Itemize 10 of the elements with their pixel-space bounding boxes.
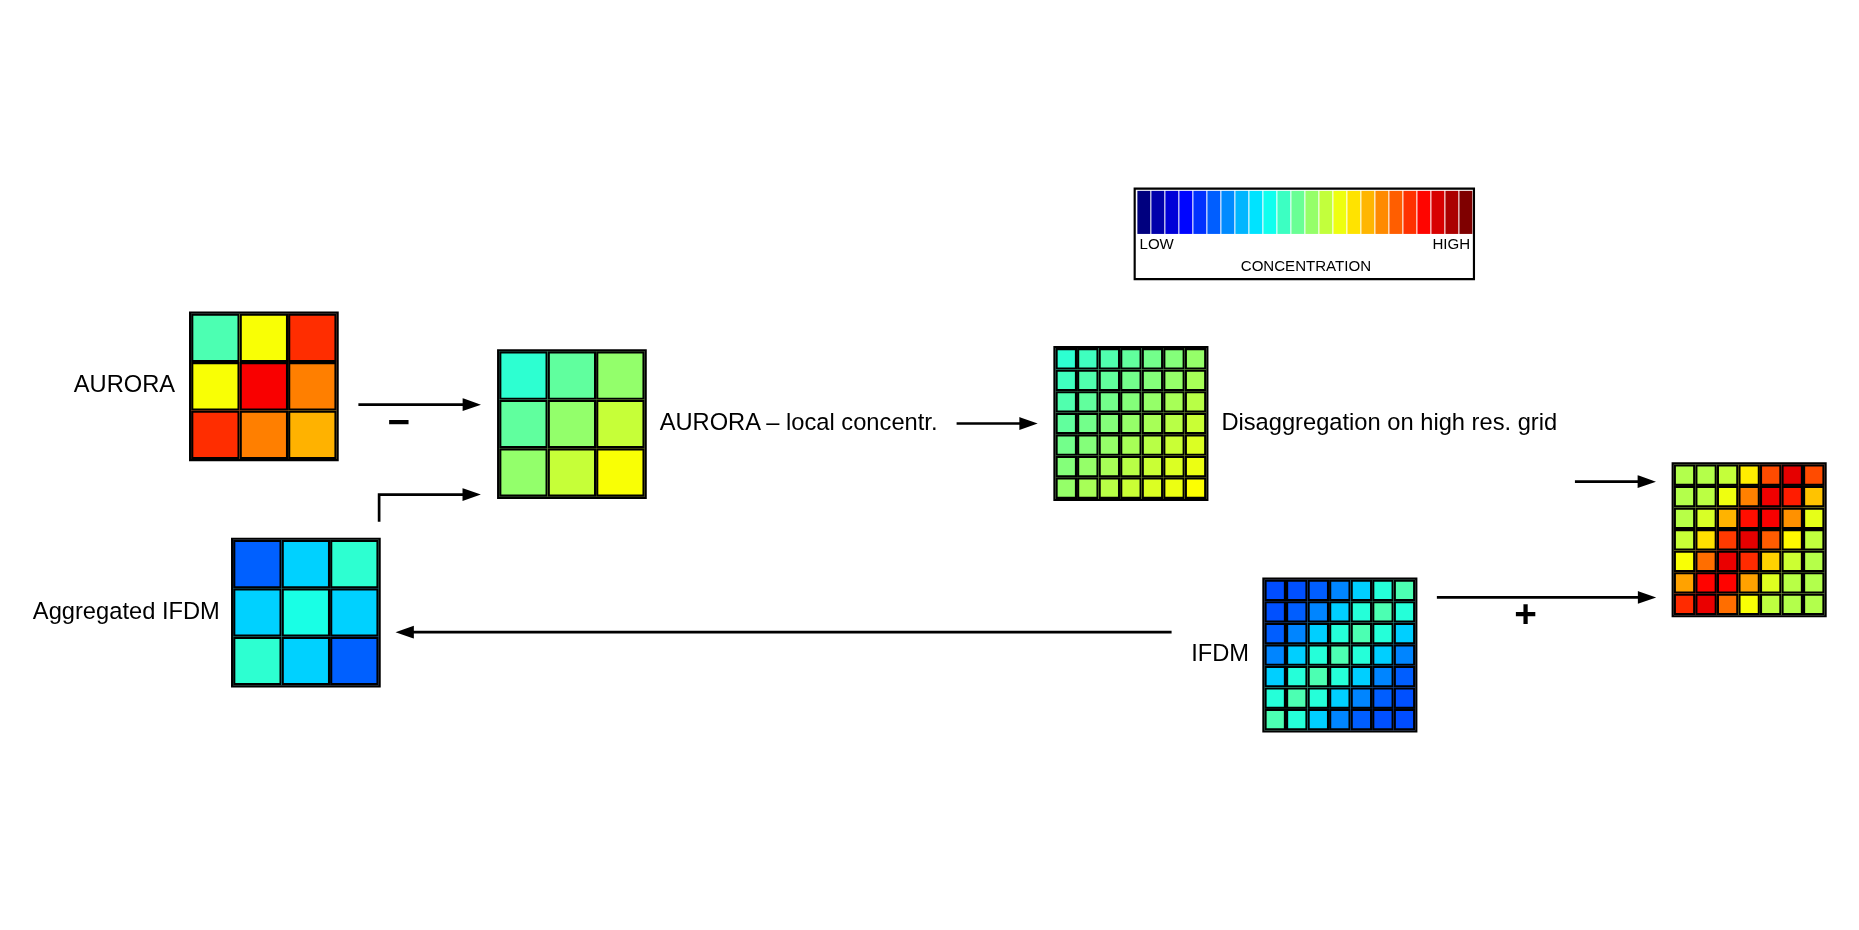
label: CONCENTRATION: [1240, 256, 1372, 274]
label: HIGH: [1432, 234, 1471, 252]
node-label: Disaggregation on high res. grid: [1221, 408, 1558, 435]
node-label: IFDM: [1191, 639, 1250, 666]
edge-label: +: [1514, 591, 1537, 635]
node-label: Aggregated IFDM: [32, 597, 220, 624]
edge-label: −: [387, 399, 411, 443]
node-label: AURORA: [73, 370, 176, 397]
node-label: AURORA – local concentr.: [659, 408, 938, 435]
label: LOW: [1139, 234, 1174, 252]
